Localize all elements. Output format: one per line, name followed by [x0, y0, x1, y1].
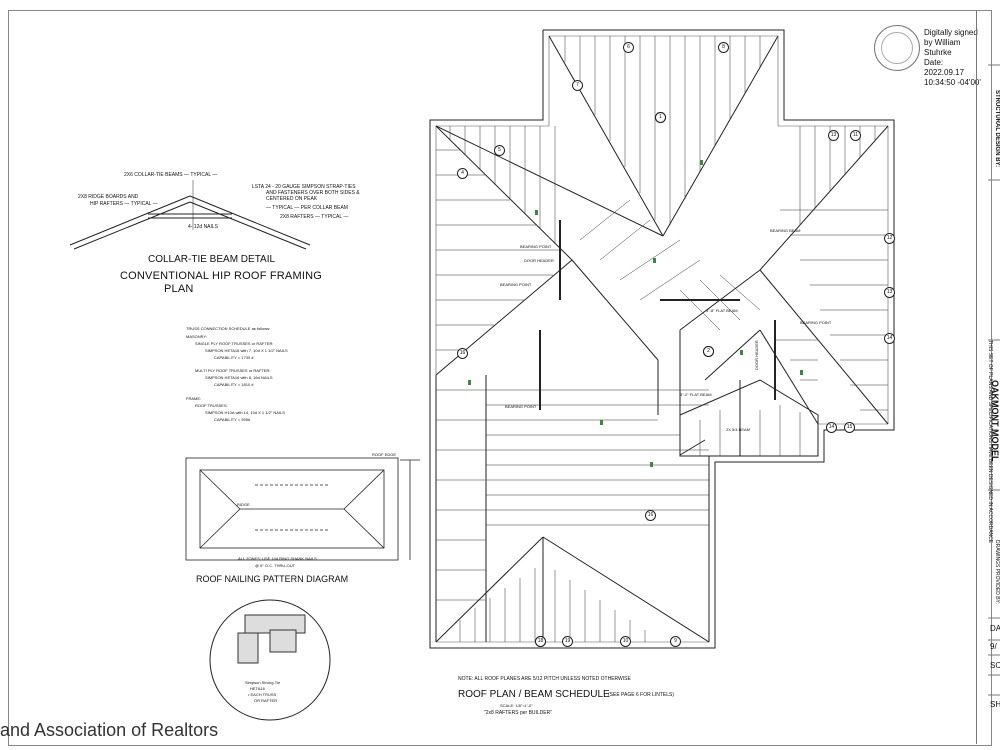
callout-number: 5 [494, 145, 505, 156]
truss-schedule-l2: MASONRY: [186, 334, 208, 339]
truss-schedule-l1: TRUSS CONNECTION SCHEDULE as follows: [186, 326, 271, 331]
collar-detail-title: COLLAR-TIE BEAM DETAIL [148, 254, 276, 265]
structural-design-label: STRUCTURAL DESIGN BY: [994, 90, 1000, 168]
roof-plan-title: ROOF PLAN / BEAM SCHEDULE [458, 689, 610, 700]
callout-number: 9 [670, 636, 681, 647]
callout-number: 16 [457, 348, 468, 359]
truss-schedule-l6: MULTI PLY ROOF TRUSSES or RAFTER: [195, 368, 271, 373]
truss-schedule-l9: FRAME: [186, 396, 202, 401]
hanger-l2: HETA16 [250, 686, 265, 691]
flat-beam-2: 5"-2" FLAT BEAM [680, 392, 712, 397]
rafters-label: 2X8 RAFTERS — TYPICAL — [280, 214, 349, 220]
lsta-label-4: — TYPICAL — PER COLLAR BEAM [266, 205, 348, 211]
hip-label: HIP RAFTERS — TYPICAL — [90, 201, 158, 207]
plan-title-line-1: CONVENTIONAL HIP ROOF FRAMING [120, 270, 322, 282]
callout-number: 2 [703, 346, 714, 357]
rafters-per-builder: "2x8 RAFTERS per BUILDER" [484, 710, 553, 716]
lsta-label-3: CENTERED ON PEAK [266, 196, 318, 202]
title-block [976, 10, 1000, 744]
bearing-beam: BEARING BEAM [770, 228, 801, 233]
drawing-sheet [8, 10, 992, 746]
title-block-d2: 9/ [990, 642, 997, 651]
roof-plan-scale: SCALE: 1/8"=1'-0" [500, 703, 533, 708]
truss-schedule-l11: SIMPSON H10A with 14, 10d X 1 1/2" NAILS [205, 410, 285, 415]
door-header-2: DOOR HEADER [754, 340, 759, 370]
truss-schedule-l3: SINGLE PLY ROOF TRUSSES or RAFTER: [195, 341, 274, 346]
bearing-point-4: BEARING POINT [505, 404, 537, 409]
plan-title-line-2: PLAN [164, 283, 194, 295]
truss-schedule-l8: CAPABILITY = 1810 # [214, 382, 254, 387]
nailing-diagram-title: ROOF NAILING PATTERN DIAGRAM [196, 574, 349, 584]
zones-line-2: @ 6" O.C. THRU-OUT [255, 563, 296, 568]
roof-plan-title-note: (SEE PAGE 6 FOR LINTELS) [608, 692, 675, 698]
callout-number: 7 [572, 80, 583, 91]
zones-line-1: ALL ZONES: USE 10d RING SHANK NAILS [238, 556, 317, 561]
callout-number: 6 [623, 42, 634, 53]
truss-schedule-l10: ROOF TRUSSES: [195, 403, 228, 408]
truss-schedule-l4: SIMPSON HETA16 with 7, 10d X 1 1/2" NAIL… [205, 348, 288, 353]
door-header-1: DOOR HEADER [524, 258, 554, 263]
signature-line-5: 2022.09.17 [924, 68, 965, 77]
signature-line-3: Stuhrke [924, 48, 952, 57]
callout-number: 13 [884, 287, 895, 298]
callout-number: 19 [562, 636, 573, 647]
signature-line-2: by William [924, 38, 961, 47]
signature-line-6: 10:34:50 -04'00' [924, 78, 981, 87]
lsta-label-2: AND FASTENERS OVER BOTH SIDES & [266, 190, 360, 196]
bearing-point-3: BEARING POINT [800, 320, 832, 325]
model-name: OAKMONT MODEL [990, 380, 1000, 462]
roof-edge-label: ROOF EDGE [372, 452, 397, 457]
bearing-point-2: BEARING POINT [500, 282, 532, 287]
callout-number: 14 [884, 333, 895, 344]
ridge-label-diagram: RIDGE [237, 502, 250, 507]
truss-schedule-l12: CAPABILITY = 995# [214, 417, 251, 422]
title-block-d1: DA [990, 624, 1000, 633]
lsta-label: LSTA 24 - 20 GAUGE SIMPSON STRAP-TIES [252, 184, 356, 190]
digital-signature: Digitally signed by William Stuhrke Date… [924, 28, 981, 88]
callout-number: 12 [884, 233, 895, 244]
callout-number: 16 [645, 510, 656, 521]
engineer-seal [874, 25, 920, 71]
callout-number: 11 [850, 130, 861, 141]
callout-number: 13 [828, 130, 839, 141]
signature-line-1: Digitally signed [924, 28, 978, 37]
drawings-label: DRAWINGS PROVIDED BY: [994, 540, 1000, 604]
ridge-label: 2X8 RIDGE BOARDS AND [78, 194, 139, 200]
callout-number: 4 [457, 168, 468, 179]
truss-schedule-l7: SIMPSON HETA16 with 8, 16d NAILS [205, 375, 273, 380]
hanger-l3: • EACH TRUSS [248, 692, 277, 697]
hanger-l1: Simpson Strong-Tie [245, 680, 281, 685]
callout-number: 15 [844, 422, 855, 433]
watermark: and Association of Realtors [0, 720, 219, 740]
callout-number: 10 [620, 636, 631, 647]
truss-schedule-l5: CAPABILITY = 1730 # [214, 355, 254, 360]
hanger-l4: OR RAFTER [254, 698, 278, 703]
collar-label: 2X6 COLLAR-TIE BEAMS — TYPICAL — [124, 172, 218, 178]
callout-number: 8 [718, 42, 729, 53]
callout-number: 1 [655, 112, 666, 123]
signature-line-4: Date: [924, 58, 944, 67]
roof-plan-note: NOTE: ALL ROOF PLANES ARE 5/12 PITCH UNL… [458, 676, 631, 682]
nails-label: 4- 12d NAILS [188, 224, 219, 230]
callout-number: 18 [535, 636, 546, 647]
title-block-d4: SH [990, 700, 1000, 709]
callout-number: 14 [826, 422, 837, 433]
title-block-d3: SC [990, 661, 1000, 670]
beam-3: 2X 5/4 BEAM [726, 427, 751, 432]
bearing-point-1: BEARING POINT [520, 244, 552, 249]
flat-beam-1: 4"-8" FLAT BEAM [706, 308, 738, 313]
